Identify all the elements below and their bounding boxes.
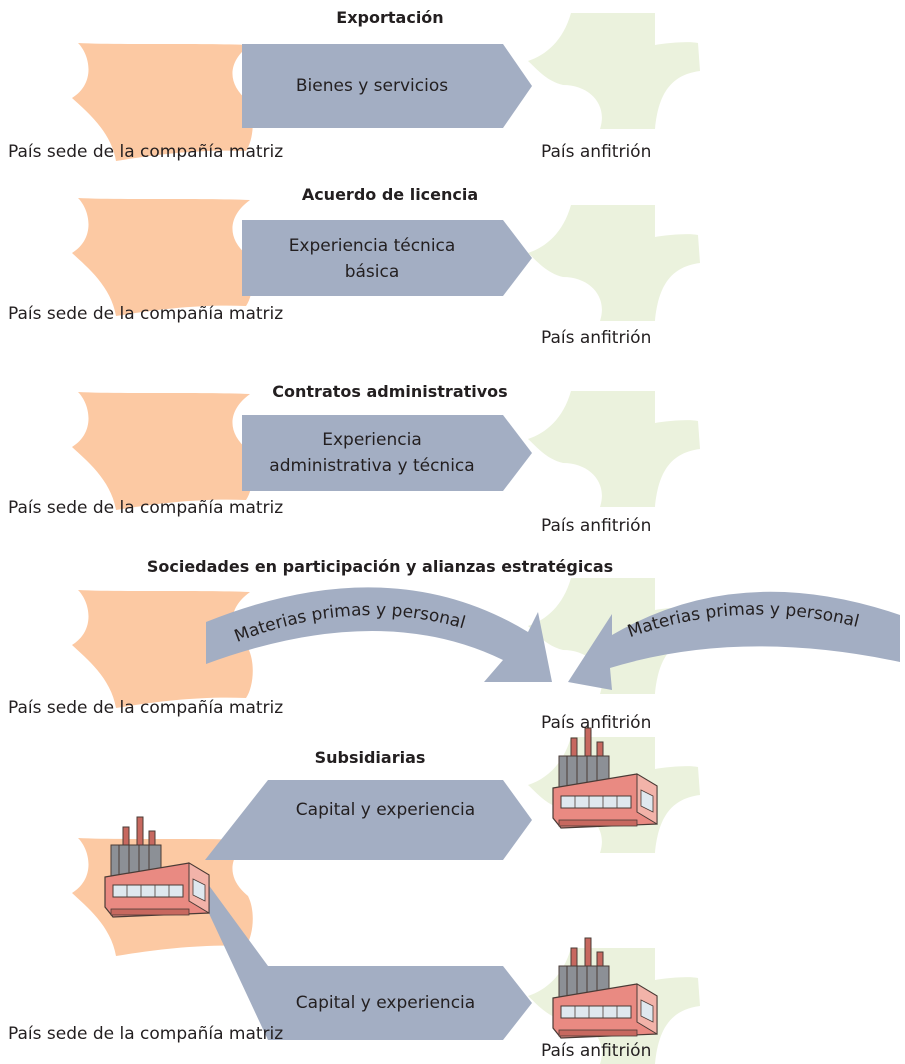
flow-arrow <box>242 220 532 296</box>
arrow-label-upper: Capital y experiencia <box>295 800 476 820</box>
flow-arrow-lower <box>205 880 532 1040</box>
section-title-exportacion: Exportación <box>336 8 444 27</box>
home-country-label: País sede de la compañía matriz <box>8 304 284 324</box>
host-country-label: País anfitrión <box>541 328 652 348</box>
home-country-shape <box>72 198 253 316</box>
flow-arrow <box>242 415 532 491</box>
arrow-label-lower: Capital y experiencia <box>295 993 476 1013</box>
host-country-shape <box>528 391 700 507</box>
home-country-label: País sede de la compañía matriz <box>8 1024 284 1044</box>
curved-flow-arrow-left <box>206 587 552 682</box>
host-country-label: País anfitrión <box>541 516 652 536</box>
host-country-label: País anfitrión <box>541 142 652 162</box>
factory-icon <box>104 816 210 918</box>
host-country-label: País anfitrión <box>541 713 652 733</box>
arrow-label: Bienes y servicios <box>295 76 449 96</box>
section-title-contratos: Contratos administrativos <box>272 382 508 401</box>
section-title-sociedades: Sociedades en participación y alianzas e… <box>146 557 614 576</box>
curved-flow-arrow-right <box>568 591 900 690</box>
host-country-shape <box>528 13 700 129</box>
host-country-label: País anfitrión <box>541 1041 652 1061</box>
flow-arrow <box>242 44 532 128</box>
home-country-label: País sede de la compañía matriz <box>8 698 284 718</box>
host-country-shape <box>528 205 700 321</box>
home-country-shape <box>72 392 253 510</box>
home-country-label: País sede de la compañía matriz <box>8 142 284 162</box>
section-title-subsidiarias: Subsidiarias <box>314 748 426 767</box>
flow-arrow-upper <box>205 780 532 860</box>
home-country-label: País sede de la compañía matriz <box>8 498 284 518</box>
section-title-licencia: Acuerdo de licencia <box>301 185 479 204</box>
